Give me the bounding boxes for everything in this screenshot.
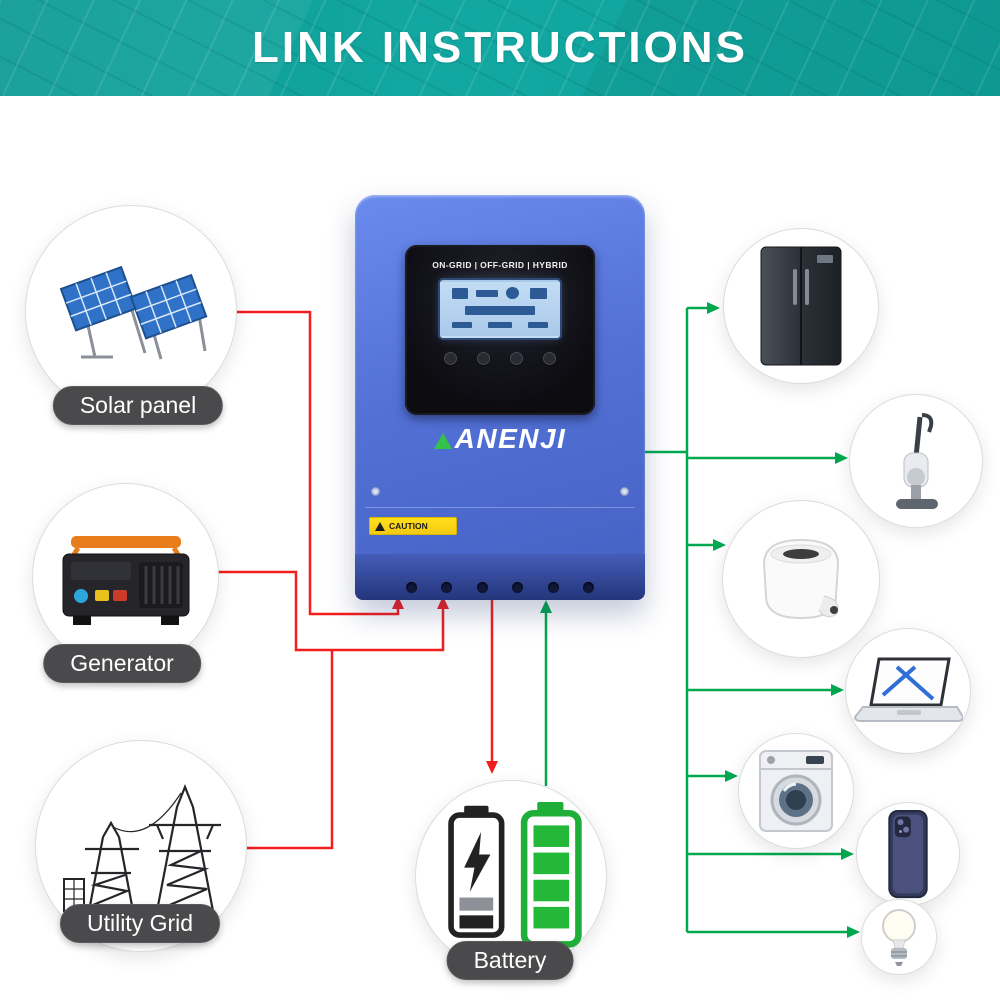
node-washing-machine bbox=[738, 733, 854, 849]
battery-icon bbox=[448, 802, 582, 948]
node-solar-panel bbox=[25, 205, 237, 417]
brand-logo: ANENJI bbox=[355, 423, 645, 455]
caution-text: CAUTION bbox=[389, 521, 428, 531]
air-fryer-icon bbox=[762, 538, 840, 620]
node-generator bbox=[32, 483, 219, 670]
node-battery bbox=[415, 780, 607, 972]
inverter-display-panel: ON-GRID | OFF-GRID | HYBRID bbox=[405, 245, 595, 415]
node-vacuum-cleaner bbox=[849, 394, 983, 528]
terminal-port bbox=[405, 582, 417, 593]
node-light-bulb bbox=[861, 899, 937, 975]
caution-sticker: CAUTION bbox=[369, 517, 457, 535]
generator-icon bbox=[62, 536, 189, 625]
page-title: LINK INSTRUCTIONS bbox=[252, 23, 748, 72]
vacuum-cleaner-icon bbox=[896, 413, 938, 509]
node-smartphone bbox=[856, 802, 960, 906]
terminal-port bbox=[476, 582, 488, 593]
label-battery: Battery bbox=[446, 941, 574, 980]
refrigerator-icon bbox=[760, 246, 842, 366]
node-laptop bbox=[845, 628, 971, 754]
terminal-port bbox=[441, 582, 453, 593]
label-solar-panel: Solar panel bbox=[52, 386, 224, 425]
inverter-button bbox=[477, 352, 490, 365]
wire-utility-grid-to-inverter bbox=[243, 650, 334, 850]
inverter: ON-GRID | OFF-GRID | HYBRID ANENJI bbox=[355, 195, 645, 600]
inverter-button bbox=[444, 352, 457, 365]
inverter-button bbox=[510, 352, 523, 365]
wire-generator-to-inverter bbox=[216, 570, 449, 652]
inverter-mode-labels: ON-GRID | OFF-GRID | HYBRID bbox=[432, 260, 568, 270]
label-generator: Generator bbox=[43, 644, 201, 683]
washing-machine-icon bbox=[759, 750, 833, 832]
laptop-icon bbox=[853, 657, 963, 722]
warning-icon bbox=[375, 521, 385, 531]
node-air-fryer bbox=[722, 500, 880, 658]
header-banner: LINK INSTRUCTIONS bbox=[0, 0, 1000, 96]
solar-panel-icon bbox=[59, 265, 208, 360]
brand-text: ANENJI bbox=[454, 423, 567, 454]
light-bulb-icon bbox=[882, 909, 916, 966]
smartphone-icon bbox=[888, 809, 928, 899]
inverter-buttons bbox=[405, 352, 595, 365]
screw-icon bbox=[620, 487, 629, 496]
inverter-terminal-section bbox=[355, 554, 645, 600]
lcd-screen bbox=[440, 280, 560, 338]
node-refrigerator bbox=[723, 228, 879, 384]
wire-solar-to-inverter bbox=[233, 310, 404, 616]
utility-grid-icon bbox=[63, 784, 221, 912]
brand-accent-triangle bbox=[433, 433, 452, 449]
label-utility-grid: Utility Grid bbox=[59, 904, 221, 943]
terminal-port bbox=[583, 582, 595, 593]
terminal-port bbox=[547, 582, 559, 593]
screw-icon bbox=[371, 487, 380, 496]
terminal-port bbox=[512, 582, 524, 593]
inverter-button bbox=[543, 352, 556, 365]
